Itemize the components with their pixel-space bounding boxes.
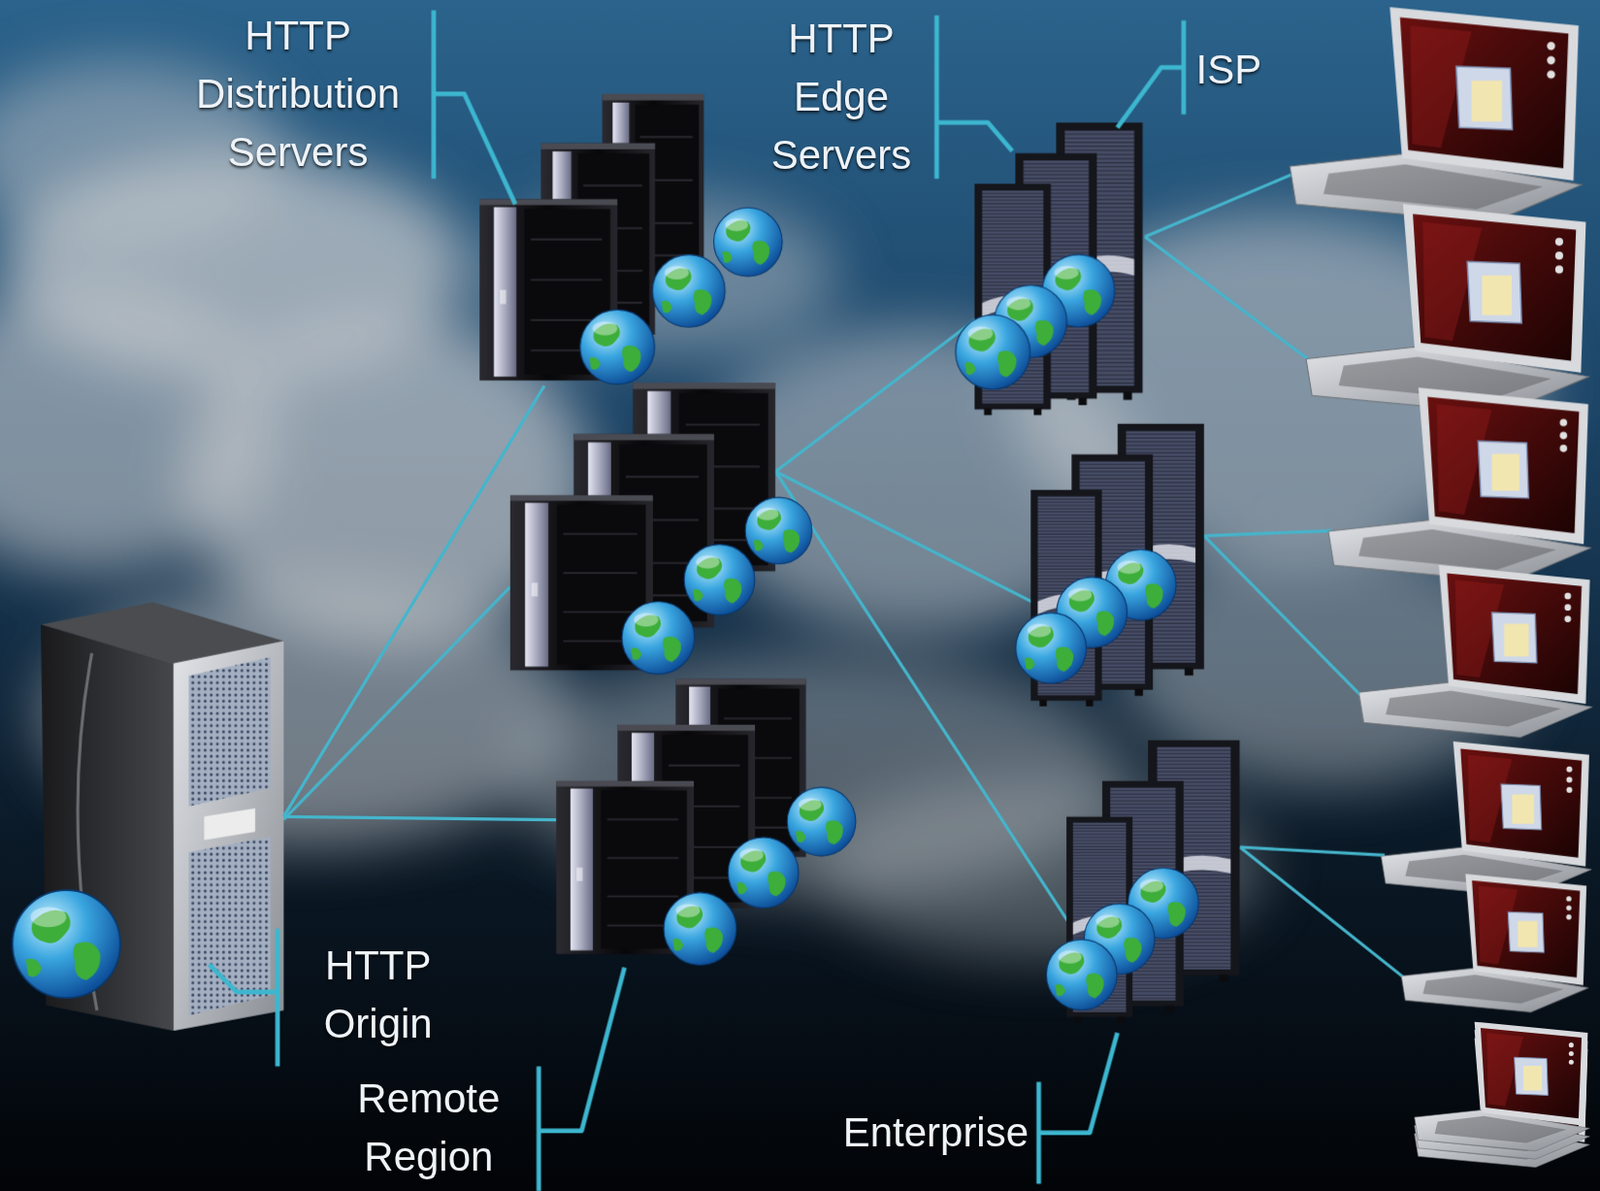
label-holder: HTTP Distribution Servers (169, 6, 427, 182)
server-group: HTTP Distribution Servers (479, 94, 785, 387)
distribution-cluster (479, 94, 783, 385)
edge-cluster (1045, 739, 1240, 1022)
callout-bracket (1117, 20, 1184, 128)
callout-bracket (1039, 1032, 1118, 1184)
callout-bracket (433, 10, 516, 205)
callout-label: HTTP Edge Servers (753, 9, 929, 185)
globe-icon (580, 309, 655, 385)
connector-line (283, 816, 556, 819)
laptop (1306, 203, 1589, 414)
globe-icon (714, 207, 784, 277)
network-wire (775, 471, 1033, 603)
callout-brackets (209, 10, 1184, 1191)
globe-icon (12, 889, 121, 998)
laptop (1414, 1021, 1590, 1151)
network-wire (775, 471, 1070, 924)
callout-label: Remote Region (326, 1069, 531, 1186)
label-holder: Remote Region (326, 1069, 531, 1186)
globe-icon (955, 314, 1031, 390)
server-grille (189, 656, 271, 807)
laptop (1328, 387, 1592, 582)
label-holder: ISP (1196, 40, 1263, 99)
network-wire (775, 316, 980, 472)
server-panel (203, 808, 256, 841)
edge-cluster (955, 122, 1143, 416)
callout-bracket (936, 15, 1013, 179)
callout-label: ISP (1196, 40, 1263, 99)
server-grille (189, 836, 271, 1015)
globe-icon (663, 891, 737, 965)
distribution-cluster (510, 382, 813, 674)
globe-icon (684, 544, 755, 616)
server-group: HTTP Origin (35, 601, 285, 1031)
origin-server (12, 601, 285, 1031)
distribution-cluster (555, 678, 856, 965)
globe-icon (1045, 939, 1117, 1011)
server-group: Enterprise (1045, 739, 1241, 1020)
label-holder: Enterprise (843, 1103, 1029, 1162)
label-holder: HTTP Origin (291, 936, 466, 1053)
callout-label: Enterprise (843, 1103, 1029, 1162)
callout-bracket (538, 967, 624, 1191)
connector-line (283, 386, 545, 817)
client-laptops (1289, 6, 1593, 1167)
laptop (1358, 564, 1593, 737)
network-wire (1144, 236, 1308, 360)
edge-cluster (1015, 423, 1205, 706)
laptop (1380, 741, 1592, 897)
globe-icon (745, 496, 813, 564)
callout-label: HTTP Distribution Servers (169, 6, 427, 182)
server-group: HTTP Edge ServersISP (959, 122, 1143, 414)
laptop (1401, 873, 1589, 1012)
network-wire (283, 587, 510, 820)
globe-icon (621, 601, 695, 675)
globe-icon (727, 837, 799, 909)
globe-icon (786, 786, 856, 856)
server-front (173, 640, 285, 1031)
callout-bracket (209, 928, 278, 1067)
network-wire (1240, 847, 1385, 855)
globe-icon (653, 254, 726, 327)
network-wire (1240, 847, 1405, 979)
network-wire (1144, 173, 1295, 237)
laptop (1289, 6, 1582, 223)
callout-label: HTTP Origin (291, 936, 466, 1053)
globe-icon (1015, 612, 1087, 684)
network-wire (1204, 530, 1332, 536)
label-holder: HTTP Edge Servers (753, 9, 929, 185)
server-group: Remote Region (555, 678, 859, 964)
